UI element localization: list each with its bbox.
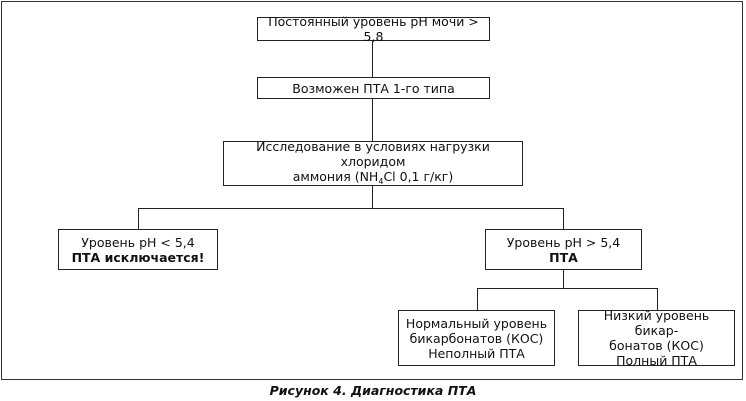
connector-2-3 xyxy=(372,99,373,141)
box-low-bicarbonate-line3: Полный ПТА xyxy=(616,353,697,368)
connector-to-box6 xyxy=(477,288,478,310)
box-ph-low-line2: ПТА исключается! xyxy=(71,249,205,265)
connector-to-box5 xyxy=(563,208,564,229)
box-normal-bicarbonate-line2: бикарбонатов (КОС) xyxy=(409,330,544,346)
box-ph-high: Уровень pH > 5,4 ПТА xyxy=(485,229,642,270)
box-ph-high-line2: ПТА xyxy=(549,249,578,265)
box-normal-bicarbonate-line3: Неполный ПТА xyxy=(428,345,525,361)
box-low-bicarbonate-line1: Низкий уровень бикар- xyxy=(603,308,710,338)
box-ph-low-line1: Уровень pH < 5,4 xyxy=(81,234,195,250)
box-constant-ph-text: Постоянный уровень pH мочи > 5,8 xyxy=(268,14,479,44)
box-ph-low: Уровень pH < 5,4 ПТА исключается! xyxy=(58,229,218,270)
connector-to-box7 xyxy=(657,288,658,310)
box-possible-pta-text: Возможен ПТА 1-го типа xyxy=(292,80,455,96)
figure-caption: Рисунок 4. Диагностика ПТА xyxy=(269,383,477,398)
box-ammonium-test-line2-suffix: Cl 0,1 г/кг) xyxy=(383,168,454,184)
box-ammonium-test-line2: аммония (NH4Cl 0,1 г/кг) xyxy=(293,169,454,189)
box-ammonium-test-subscript: 4 xyxy=(378,176,384,186)
box-ammonium-test-line2-prefix: аммония (NH xyxy=(292,168,379,184)
connector-3-split xyxy=(372,186,373,208)
box-possible-pta: Возможен ПТА 1-го типа xyxy=(257,77,490,99)
connector-1-2 xyxy=(372,41,373,77)
connector-to-box4 xyxy=(138,208,139,229)
box-normal-bicarbonate-line1: Нормальный уровень xyxy=(405,315,548,331)
box-ph-high-line1: Уровень pH > 5,4 xyxy=(506,234,621,250)
connector-5-split xyxy=(563,270,564,288)
box-normal-bicarbonate: Нормальный уровень бикарбонатов (КОС) Не… xyxy=(398,310,555,366)
box-ammonium-test-line1: Исследование в условиях нагрузки хлоридо… xyxy=(256,138,490,169)
box-low-bicarbonate: Низкий уровень бикар- бонатов (КОС) Полн… xyxy=(578,308,735,368)
box-low-bicarbonate-line2: бонатов (КОС) xyxy=(609,338,704,353)
connector-split2-horizontal xyxy=(477,288,658,289)
figure-frame xyxy=(1,1,743,380)
connector-split-horizontal xyxy=(138,208,564,209)
box-constant-ph: Постоянный уровень pH мочи > 5,8 xyxy=(257,14,490,44)
box-ammonium-test: Исследование в условиях нагрузки хлоридо… xyxy=(223,138,523,189)
